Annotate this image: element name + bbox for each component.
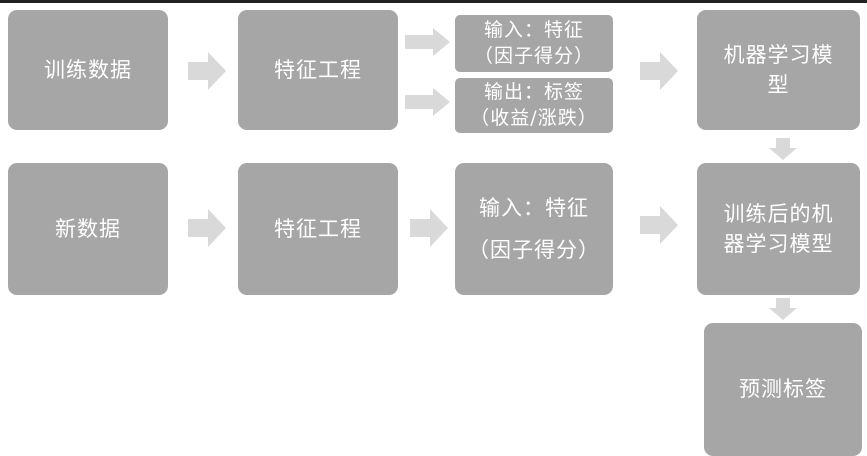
arrow-right-icon: [188, 52, 226, 90]
output-label-box: 输出：标签 （收益/涨跌）: [455, 78, 613, 133]
output-label-label: 输出：标签: [483, 80, 584, 103]
feature-engineering-box: 特征工程: [238, 10, 398, 130]
input-feature-sublabel: （因子得分）: [473, 44, 594, 67]
arrow-right-icon: [405, 28, 450, 56]
predict-label-box: 预测标签: [704, 323, 862, 456]
trained-model-box: 训练后的机器学习模型: [697, 163, 860, 295]
ml-model-label-2: 型: [767, 73, 790, 97]
feature-engineering-label: 特征工程: [274, 57, 362, 82]
input-feature-label: 输入：特征: [479, 196, 589, 220]
input-feature-box: 输入：特征 （因子得分）: [455, 15, 613, 72]
arrow-right-icon: [640, 52, 678, 90]
new-data-label: 新数据: [55, 216, 121, 241]
input-feature-sublabel: （因子得分）: [468, 238, 600, 262]
arrow-down-icon: [769, 298, 797, 320]
arrow-right-icon: [405, 88, 450, 116]
arrow-right-icon: [410, 209, 448, 247]
output-label-sublabel: （收益/涨跌）: [470, 106, 598, 129]
predict-label: 预测标签: [739, 377, 827, 402]
trained-model-label-2: 器学习模型: [723, 232, 834, 256]
arrow-down-icon: [769, 138, 797, 160]
top-border: [0, 0, 867, 3]
training-data-box: 训练数据: [8, 10, 168, 130]
input-feature-box-2: 输入：特征 （因子得分）: [455, 163, 613, 295]
trained-model-label: 训练后的机: [723, 201, 834, 226]
arrow-right-icon: [188, 209, 226, 247]
ml-model-box: 机器学习模型: [697, 10, 860, 130]
arrow-right-icon: [640, 206, 678, 244]
ml-model-label: 机器学习模: [723, 42, 834, 67]
new-data-box: 新数据: [8, 163, 168, 295]
feature-engineering-box-2: 特征工程: [238, 163, 398, 295]
feature-engineering-label: 特征工程: [274, 216, 362, 241]
input-feature-label: 输入：特征: [483, 18, 584, 41]
training-data-label: 训练数据: [44, 57, 132, 82]
